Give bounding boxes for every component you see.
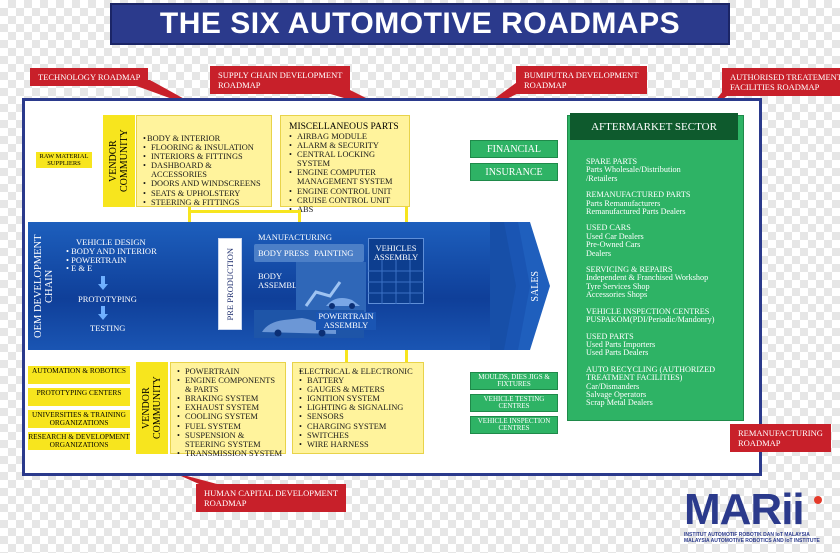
connector-line (405, 207, 408, 231)
list-item: DASHBOARD & ACCESSORIES (143, 161, 267, 179)
list-item: BRAKING SYSTEM (177, 394, 283, 403)
manufacturing-label: MANUFACTURING (258, 232, 332, 242)
automation-robotics-box: AUTOMATION & ROBOTICS (28, 366, 130, 384)
sales-chevrons (490, 222, 550, 350)
list-item: SWITCHES (299, 431, 421, 440)
logo-dot (814, 496, 822, 504)
list-item: LIGHTING & SIGNALING (299, 403, 421, 412)
testing-label: TESTING (90, 323, 126, 333)
aftermarket-group: VEHICLE INSPECTION CENTRES PUSPAKOM(PDI/… (586, 306, 715, 325)
aftermarket-group: REMANUFACTURED PARTS Parts Remanufacture… (586, 190, 691, 217)
aftermarket-group: SERVICING & REPAIRS Independent & Franch… (586, 265, 709, 300)
financial-box: FINANCIAL (470, 140, 558, 158)
list-item: ALARM & SECURITY (289, 141, 405, 150)
powertrain-box: POWERTRAIN ENGINE COMPONENTS & PARTS BRA… (170, 362, 286, 458)
pre-production-box: PRE PRODUCTION (218, 238, 242, 330)
body-press-label: BODY PRESS (258, 248, 309, 258)
list-item: AIRBAG MODULE (289, 132, 405, 141)
list-item: ENGINE CONTROL UNIT (289, 187, 405, 196)
list-item: CENTRAL LOCKING SYSTEM (289, 150, 405, 168)
sales-label: SALES (529, 270, 541, 302)
logo-wordmark: MARii (684, 485, 805, 534)
body-interior-box: BODY & INTERIOR FLOORING & INSULATION IN… (136, 115, 272, 207)
list-item: CRUISE CONTROL UNIT (289, 196, 405, 205)
list-item: ENGINE COMPONENTS & PARTS (177, 376, 283, 394)
list-item: • E & E (66, 263, 93, 274)
body-interior-heading: BODY & INTERIOR (143, 134, 267, 143)
connector-line (298, 210, 301, 230)
list-item: STEERING & FITTINGS (143, 198, 267, 207)
list-item: TRANSMISSION SYSTEM (177, 449, 283, 458)
vehicle-design-title: VEHICLE DESIGN (76, 237, 146, 247)
vehicle-testing-centres-box: VEHICLE TESTING CENTRES (470, 394, 558, 412)
aftermarket-list: SPARE PARTS Parts Wholesale/Distribution… (586, 157, 746, 408)
list-item: FLOORING & INSULATION (143, 143, 267, 152)
connector-line (188, 210, 298, 213)
list-item: GAUGES & METERS (299, 385, 421, 394)
list-item: SENSORS (299, 412, 421, 421)
powertrain-assembly-label: POWERTRAIN ASSEMBLY (316, 312, 376, 330)
list-item: IGNITION SYSTEM (299, 394, 421, 403)
list-item: DOORS AND WINDSCREENS (143, 179, 267, 188)
list-item: COOLING SYSTEM (177, 412, 283, 421)
universities-box: UNIVERSITIES & TRAINING ORGANIZATIONS (28, 410, 130, 428)
electrical-heading: ELECTRICAL & ELECTRONIC (299, 367, 421, 376)
page-title: THE SIX AUTOMOTIVE ROADMAPS (110, 3, 730, 45)
raw-material-suppliers-box: RAW MATERIAL SUPPLIERS (36, 152, 92, 168)
bottom-vendor-community-label: VENDOR COMMUNITY (136, 362, 168, 454)
technology-roadmap-tag: TECHNOLOGY ROADMAP (30, 68, 149, 86)
list-item: SEATS & UPHOLSTERY (143, 189, 267, 198)
robot-arm-icon (296, 262, 366, 312)
body-assembly-label: BODY ASSEMBLY (258, 271, 303, 290)
list-item: INTERIORS & FITTINGS (143, 152, 267, 161)
marii-logo: MARii INSTITUT AUTOMOTIF ROBOTIK DAN IoT… (684, 488, 838, 550)
aftermarket-sector-title: AFTERMARKET SECTOR (570, 113, 738, 140)
vehicle-design-block: VEHICLE DESIGN • BODY AND INTERIOR • POW… (66, 238, 206, 273)
body-press-panel (254, 244, 364, 262)
assembly-grid-icon (368, 260, 424, 304)
aftermarket-group: AUTO RECYCLING (AUTHORIZED TREATMENT FAC… (586, 364, 716, 408)
list-item: • POWERTRAIN (66, 254, 127, 265)
connector-line (188, 207, 191, 223)
vehicle-inspection-centres-box: VEHICLE INSPECTION CENTRES (470, 416, 558, 434)
list-item: CHARGING SYSTEM (299, 422, 421, 431)
aftermarket-group: USED PARTS Used Parts Importers Used Par… (586, 331, 656, 358)
list-item: ENGINE COMPUTER MANAGEMENT SYSTEM (289, 168, 405, 186)
aftermarket-group: SPARE PARTS Parts Wholesale/Distribution… (586, 157, 681, 183)
list-item: WIRE HARNESS (299, 440, 421, 449)
list-item: SUSPENSION & STEERING SYSTEM (177, 431, 283, 449)
list-item: • BODY AND INTERIOR (66, 245, 157, 256)
top-vendor-community-label: VENDOR COMMUNITY (103, 115, 135, 207)
aftermarket-group: USED CARS Used Car Dealers Pre-Owned Car… (586, 223, 644, 258)
powertrain-heading: POWERTRAIN (177, 367, 283, 376)
misc-title: MISCELLANEOUS PARTS (289, 122, 399, 132)
insurance-box: INSURANCE (470, 163, 558, 181)
painting-label: PAINTING (314, 248, 354, 258)
aftermarket-sector-panel (567, 115, 744, 421)
list-item: ABS (289, 205, 405, 214)
moulds-dies-box: MOULDS, DIES JIGS & FIXTURES (470, 372, 558, 390)
vehicles-assembly-label: VEHICLES ASSEMBLY (373, 243, 419, 262)
logo-line2: MALAYSIA AUTOMOTIVE ROBOTICS AND IoT INS… (684, 538, 820, 544)
list-item: BATTERY (299, 376, 421, 385)
miscellaneous-parts-box: MISCELLANEOUS PARTS AIRBAG MODULE ALARM … (280, 115, 410, 214)
list-item: EXHAUST SYSTEM (177, 403, 283, 412)
oem-development-chain-label: OEM DEVELOPMENT CHAIN (33, 234, 55, 338)
prototyping-centers-box: PROTOTYPING CENTERS (28, 388, 130, 406)
list-item: FUEL SYSTEM (177, 422, 283, 431)
research-development-box: RESEARCH & DEVELOPMENT ORGANIZATIONS (28, 432, 130, 450)
logo-line1: INSTITUT AUTOMOTIF ROBOTIK DAN IoT MALAY… (684, 532, 810, 538)
prototyping-label: PROTOTYPING (78, 294, 137, 304)
electrical-electronic-box: ELECTRICAL & ELECTRONIC BATTERY GAUGES &… (292, 362, 424, 454)
down-arrows (98, 276, 108, 320)
